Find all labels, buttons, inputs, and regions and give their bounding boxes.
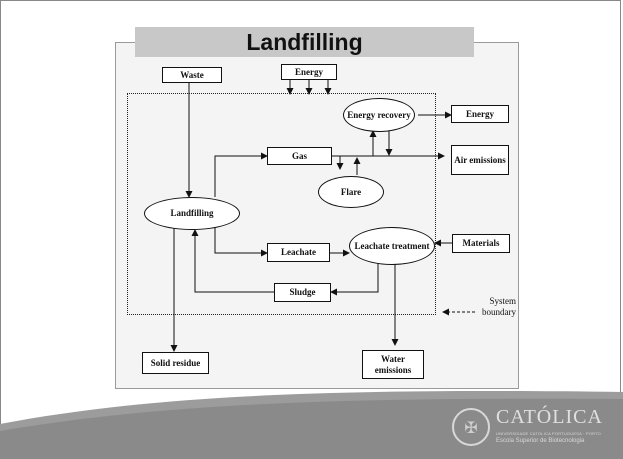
node-landfilling: Landfilling: [144, 197, 240, 230]
university-seal-icon: ✠: [452, 408, 490, 446]
edge-treatment-sludge: [330, 263, 379, 296]
node-leachate-treatment: Leachate treatment: [349, 227, 435, 265]
node-sludge: Sludge: [274, 283, 331, 302]
edge-sludge-landfilling: [191, 229, 274, 293]
node-solid-residue: Solid residue: [142, 352, 209, 374]
node-energy-output: Energy: [451, 105, 509, 123]
edge-landfilling-gas: [214, 152, 268, 197]
node-energy-input: Energy: [281, 64, 337, 80]
node-materials: Materials: [452, 234, 510, 253]
logo-school: Escola Superior de Biotecnologia: [496, 438, 585, 444]
catolica-logo: ✠ CATÓLICA UNIVERSIDADE CATOLICA PORTUGU…: [452, 404, 622, 452]
system-boundary: [127, 93, 436, 315]
slide-title: Landfilling: [135, 27, 474, 57]
node-leachate: Leachate: [267, 243, 330, 262]
diagram-panel: [115, 42, 519, 389]
node-gas: Gas: [267, 147, 332, 165]
node-energy-recovery: Energy recovery: [343, 98, 415, 132]
logo-name: CATÓLICA: [496, 406, 603, 428]
edge-landfilling-leachate: [214, 228, 268, 257]
node-water-emissions: Water emissions: [362, 350, 424, 379]
node-air-emissions: Air emissions: [451, 145, 509, 175]
node-flare: Flare: [318, 176, 384, 208]
node-waste: Waste: [162, 67, 222, 83]
logo-subtitle: UNIVERSIDADE CATOLICA PORTUGUESA · PORTO: [496, 431, 601, 436]
system-boundary-label: System boundary: [482, 296, 516, 317]
